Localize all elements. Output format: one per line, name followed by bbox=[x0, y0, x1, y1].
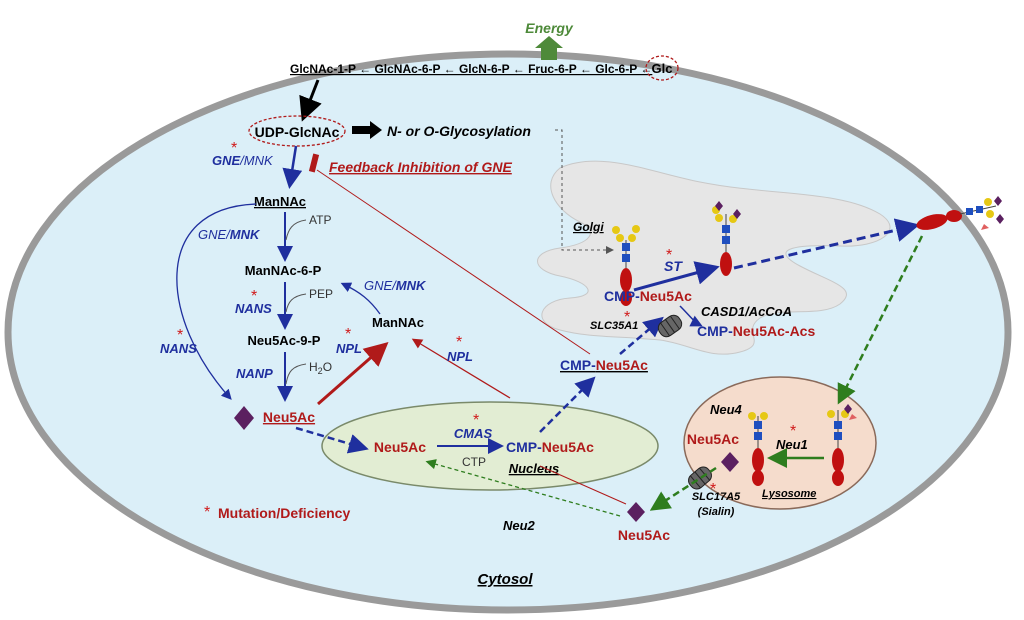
mannac6p-label: ManNAc-6-P bbox=[245, 263, 322, 278]
sialin-label: (Sialin) bbox=[698, 506, 735, 518]
exported-to-npl-line bbox=[539, 465, 627, 505]
h2o-label: H2O bbox=[309, 360, 332, 376]
star: * bbox=[473, 412, 479, 429]
inhibition-bar bbox=[308, 153, 320, 173]
lysosome-glycoprotein-left bbox=[748, 412, 768, 486]
nanp-step: NANP bbox=[236, 366, 273, 381]
mannac2-label: ManNAc bbox=[372, 315, 424, 330]
star: * bbox=[624, 309, 630, 326]
legend-text: Mutation/Deficiency bbox=[218, 505, 350, 521]
lysosome-glycoprotein-right bbox=[827, 404, 857, 486]
nucleus-neu5ac-label: Neu5Ac bbox=[374, 439, 426, 455]
npl-label: NPL bbox=[336, 341, 362, 356]
exported-neu5ac-label: Neu5Ac bbox=[618, 527, 670, 543]
pep-label: PEP bbox=[309, 287, 333, 301]
star: * bbox=[177, 327, 183, 344]
star: * bbox=[231, 140, 237, 157]
neu2-label: Neu2 bbox=[503, 518, 536, 533]
neu2-arrow bbox=[425, 459, 621, 517]
legend-star: * bbox=[204, 504, 210, 521]
atp-label: ATP bbox=[309, 213, 331, 227]
golgi-label: Golgi bbox=[573, 220, 604, 234]
energy-arrow bbox=[535, 36, 563, 60]
neu5ac-to-nucleus-arrow bbox=[295, 426, 369, 454]
slc17a5-label: SLC17A5 bbox=[692, 491, 741, 503]
cmp-acs-label: CMP-Neu5Ac-Acs bbox=[697, 323, 815, 339]
mannac-to-6p-recycle bbox=[340, 282, 381, 315]
st-arrow bbox=[633, 261, 720, 292]
lysosome-neu5ac-label: Neu5Ac bbox=[687, 431, 739, 447]
star: * bbox=[456, 334, 462, 351]
glycosylation-label: N- or O-Glycosylation bbox=[387, 123, 531, 139]
gne-step1: GNE/MNK bbox=[212, 153, 274, 168]
glycosylation-arrow bbox=[352, 121, 382, 139]
atp-curve bbox=[285, 219, 307, 241]
cytosol-cmp-label: CMP-Neu5Ac bbox=[560, 357, 648, 373]
mannac-label: ManNAc bbox=[254, 194, 306, 209]
nucleus-cmp-label: CMP-Neu5Ac bbox=[506, 439, 594, 455]
glc-label: Glc bbox=[652, 61, 673, 76]
hexosamine-chain: GlcNAc-1-P ← GlcNAc-6-P ← GlcN-6-P ← Fru… bbox=[290, 62, 652, 76]
feedback-label: Feedback Inhibition of GNE bbox=[329, 159, 512, 175]
star: * bbox=[666, 247, 672, 264]
lysosome bbox=[683, 376, 877, 510]
golgi-cmp-label: CMP-Neu5Ac bbox=[604, 288, 692, 304]
star: * bbox=[345, 326, 351, 343]
neu4-label: Neu4 bbox=[710, 402, 743, 417]
golgi-glycoprotein-right bbox=[712, 201, 741, 276]
slc35a1-transporter bbox=[657, 314, 683, 338]
feedback-line bbox=[316, 169, 591, 355]
ctp-label: CTP bbox=[462, 455, 486, 469]
chain-to-udp-arrow bbox=[299, 79, 322, 122]
star: * bbox=[790, 423, 796, 440]
lysosome-export-arrow bbox=[649, 466, 717, 511]
casd1-label: CASD1/AcCoA bbox=[701, 304, 792, 319]
exported-neu5ac-diamond bbox=[627, 502, 645, 522]
gne-step2: GNE/MNK bbox=[198, 227, 261, 242]
casd1-arrow bbox=[679, 305, 703, 327]
golgi-to-membrane-arrow bbox=[733, 218, 920, 270]
neu5ac-diamond bbox=[234, 406, 254, 430]
glycosylation-to-golgi bbox=[555, 129, 614, 254]
cmp-to-slc35a1-arrow bbox=[619, 316, 664, 355]
neu1-label: Neu1 bbox=[776, 437, 808, 452]
nucleus-to-cmp-arrow bbox=[539, 376, 596, 433]
star: * bbox=[710, 481, 716, 498]
lysosome-label: Lysosome bbox=[762, 488, 816, 500]
star: * bbox=[251, 288, 257, 305]
nucleus-label: Nucleus bbox=[509, 461, 560, 476]
neu5ac-cytosol-label: Neu5Ac bbox=[263, 409, 315, 425]
neu5ac-to-mannac-arrow bbox=[317, 342, 389, 406]
npl2-arrow bbox=[411, 338, 511, 399]
slc35a1-label: SLC35A1 bbox=[590, 320, 638, 332]
h2o-curve bbox=[285, 363, 307, 385]
npl2-label: NPL bbox=[447, 349, 473, 364]
membrane-glycoprotein bbox=[916, 196, 1004, 230]
golgi-glycoprotein-left bbox=[612, 225, 640, 306]
udp-to-mannac-arrow bbox=[282, 145, 303, 189]
neu5ac9p-label: Neu5Ac-9-P bbox=[248, 333, 321, 348]
gne-step3: GNE/MNK bbox=[364, 278, 427, 293]
nans-step: NANS bbox=[235, 301, 272, 316]
cmas-label: CMAS bbox=[454, 426, 493, 441]
udp-circle bbox=[248, 115, 346, 147]
glc-circle bbox=[645, 55, 679, 81]
cytosol-label: Cytosol bbox=[477, 571, 533, 588]
udp-glcnac-label: UDP-GlcNAc bbox=[255, 124, 340, 140]
nans-side-label: NANS bbox=[160, 341, 197, 356]
lysosome-neu5ac-diamond bbox=[721, 452, 739, 472]
st-label: ST bbox=[664, 258, 683, 274]
nans-bypass-arrow bbox=[176, 203, 257, 400]
energy-label: Energy bbox=[525, 20, 574, 36]
pep-curve bbox=[285, 293, 307, 313]
membrane-to-lysosome-arrow bbox=[837, 235, 924, 405]
